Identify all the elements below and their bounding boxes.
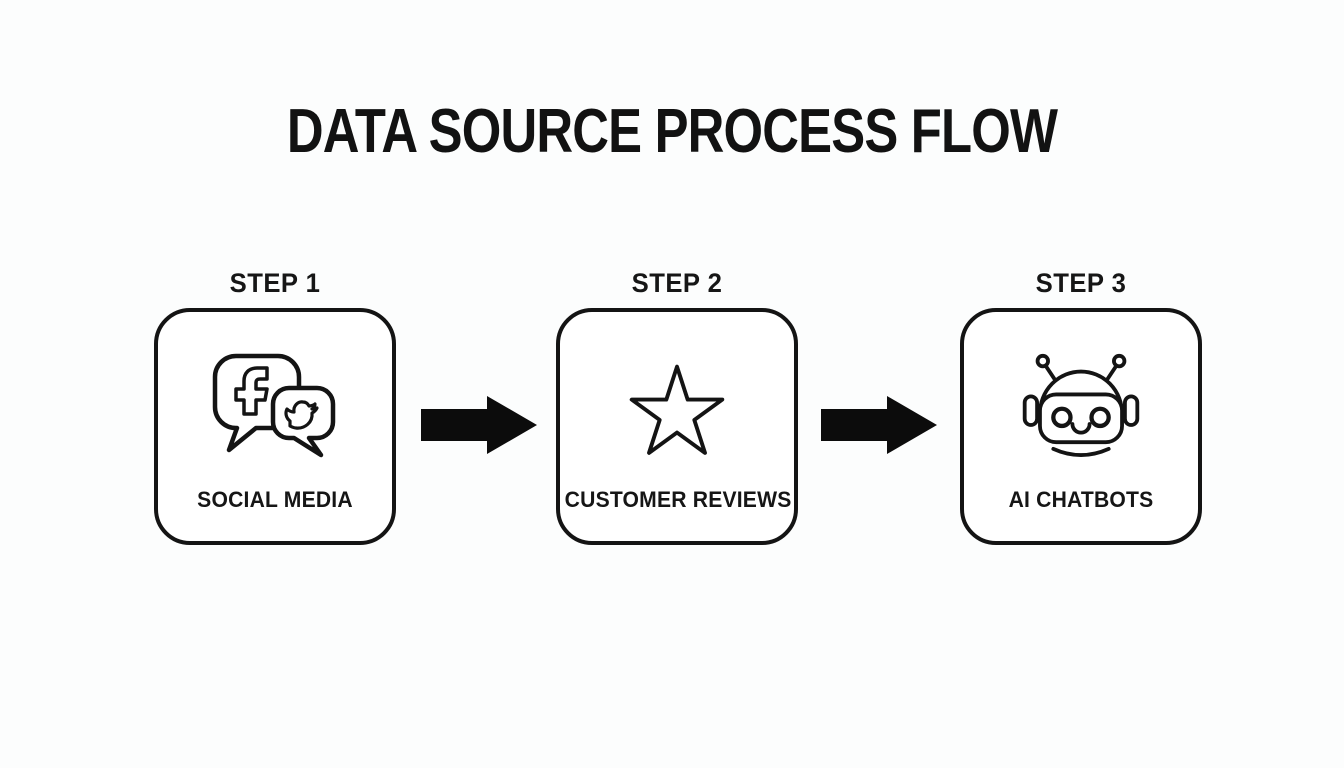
step-1-name: SOCIAL MEDIA — [197, 487, 353, 512]
step-2-box: CUSTOMER REVIEWS — [556, 308, 798, 545]
social-media-speech-bubbles-icon — [158, 350, 392, 462]
step-3-name: AI CHATBOTS — [1008, 487, 1154, 512]
step-2: STEP 2 CUSTOMER REVIEWS — [556, 268, 798, 545]
step-1-label: STEP 1 — [229, 268, 321, 298]
star-icon — [560, 360, 794, 460]
arrow-right-icon — [421, 395, 539, 455]
step-3-label: STEP 3 — [1035, 268, 1127, 298]
arrow-right-icon — [821, 395, 939, 455]
step-2-label: STEP 2 — [631, 268, 723, 298]
step-3-box: AI CHATBOTS — [960, 308, 1202, 545]
step-3: STEP 3 — [960, 268, 1202, 545]
step-2-name: CUSTOMER REVIEWS — [564, 487, 792, 512]
step-1: STEP 1 SOCIAL MEDIA — [154, 268, 396, 545]
step-1-box: SOCIAL MEDIA — [154, 308, 396, 545]
robot-icon — [964, 350, 1198, 458]
page-title: DATA SOURCE PROCESS FLOW — [286, 97, 1058, 166]
